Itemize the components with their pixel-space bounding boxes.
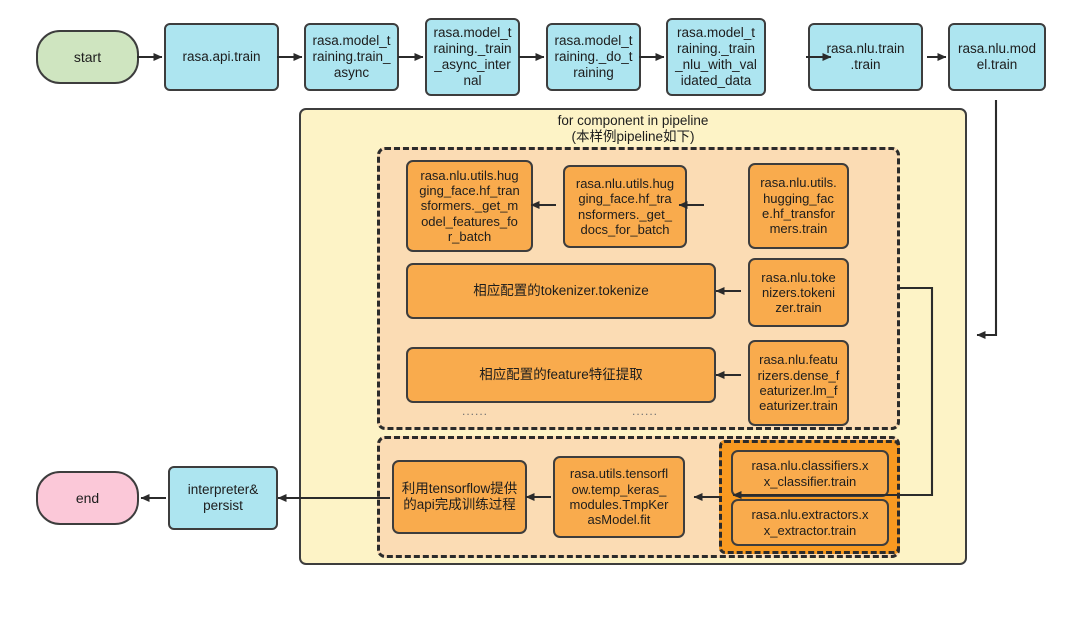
node-nlu-train[interactable]: rasa.nlu.train .train	[808, 23, 923, 91]
node-tokenizer-tokenize[interactable]: 相应配置的tokenizer.tokenize	[406, 263, 716, 319]
node-api-train[interactable]: rasa.api.train	[164, 23, 279, 91]
node-featurizer-train[interactable]: rasa.nlu.featu rizers.dense_f eaturizer.…	[748, 340, 849, 426]
node-interpreter-persist[interactable]: interpreter& persist	[168, 466, 278, 530]
node-classifier-train[interactable]: rasa.nlu.classifiers.x x_classifier.trai…	[731, 450, 889, 497]
node-train-async[interactable]: rasa.model_t raining.train_ async	[304, 23, 399, 91]
node-train-nlu-with-validated-data[interactable]: rasa.model_t raining._train _nlu_with_va…	[666, 18, 766, 96]
end-terminal[interactable]: end	[36, 471, 139, 525]
pipeline-ellipsis-2: ......	[632, 404, 659, 418]
start-terminal[interactable]: start	[36, 30, 139, 84]
node-train-async-internal[interactable]: rasa.model_t raining._train _async_inter…	[425, 18, 520, 96]
node-tmp-keras-model-fit[interactable]: rasa.utils.tensorfl ow.temp_keras_ modul…	[553, 456, 685, 538]
node-feature-extract[interactable]: 相应配置的feature特征提取	[406, 347, 716, 403]
node-tensorflow-api-train[interactable]: 利用tensorflow提供 的api完成训练过程	[392, 460, 527, 534]
node-hf-transformers-train[interactable]: rasa.nlu.utils. hugging_fac e.hf_transfo…	[748, 163, 849, 249]
node-extractor-train[interactable]: rasa.nlu.extractors.x x_extractor.train	[731, 499, 889, 546]
node-tokenizer-train[interactable]: rasa.nlu.toke nizers.tokeni zer.train	[748, 258, 849, 327]
node-do-training[interactable]: rasa.model_t raining._do_t raining	[546, 23, 641, 91]
node-hf-get-docs-for-batch[interactable]: rasa.nlu.utils.hug ging_face.hf_tra nsfo…	[563, 165, 687, 248]
pipeline-ellipsis-1: ......	[462, 404, 489, 418]
node-nlu-model-train[interactable]: rasa.nlu.mod el.train	[948, 23, 1046, 91]
node-hf-get-model-features-for-batch[interactable]: rasa.nlu.utils.hug ging_face.hf_tran sfo…	[406, 160, 533, 252]
loop-container-label-line2: (本样例pipeline如下)	[571, 129, 695, 144]
loop-container-label-line1: for component in pipeline	[557, 113, 709, 128]
